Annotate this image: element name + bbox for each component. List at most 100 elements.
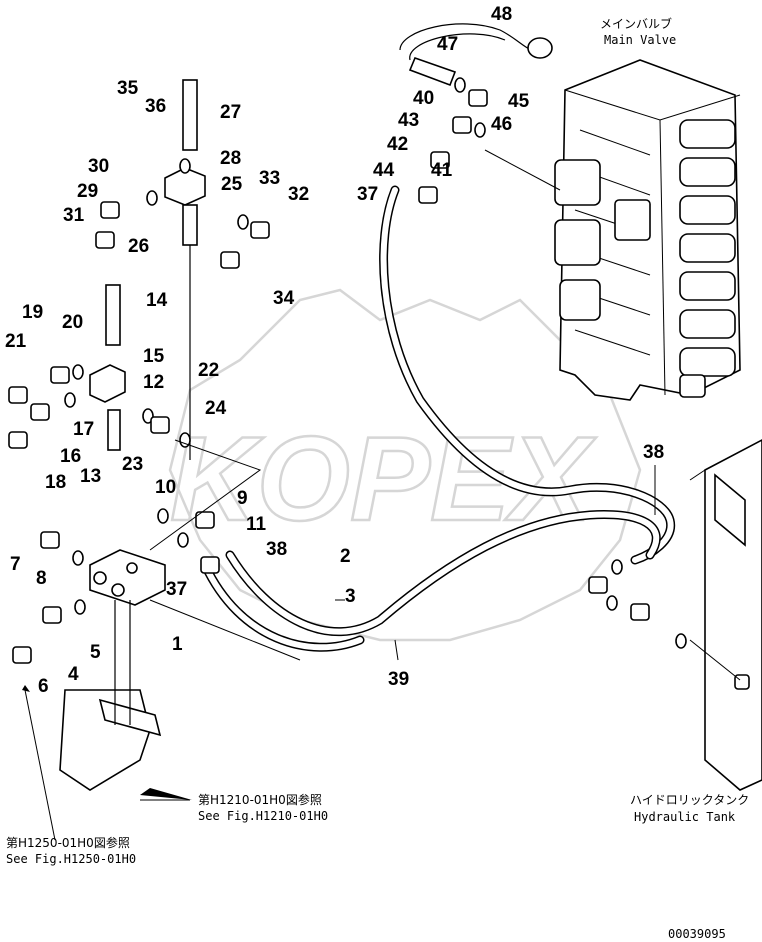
valve-spool-cap <box>679 271 736 301</box>
part-number-label: 36 <box>145 96 166 117</box>
arrow-icon <box>140 788 192 800</box>
main-valve-illustration <box>554 59 741 401</box>
fitting <box>100 201 120 219</box>
part-number-label: 1 <box>172 634 183 655</box>
o-ring <box>237 214 249 230</box>
fitting <box>95 231 115 249</box>
o-ring <box>474 122 486 138</box>
part-number-label: 31 <box>63 205 85 226</box>
o-ring <box>72 550 84 566</box>
fitting <box>50 366 70 384</box>
part-number-label: 18 <box>45 472 66 493</box>
o-ring <box>64 392 76 408</box>
o-ring <box>611 559 623 575</box>
arrow-icon <box>22 685 30 692</box>
part-number-label: 46 <box>491 114 512 135</box>
ref-h1250-en: See Fig.H1250-01H0 <box>6 852 136 866</box>
valve-spool-cap <box>679 195 736 225</box>
part-number-label: 42 <box>387 134 408 155</box>
part-number-label: 20 <box>62 312 83 333</box>
valve-spool-cap <box>679 309 736 339</box>
part-number-label: 13 <box>80 466 101 487</box>
o-ring <box>179 432 191 448</box>
o-ring <box>675 633 687 649</box>
part-number-label: 33 <box>259 168 280 189</box>
hydraulic-tank-label-en: Hydraulic Tank <box>634 810 736 824</box>
fittings <box>8 77 687 664</box>
part-number-label: 37 <box>357 184 378 205</box>
main-valve-label-en: Main Valve <box>604 33 676 47</box>
part-number-label: 19 <box>22 302 43 323</box>
o-ring <box>179 158 191 174</box>
part-number-label: 35 <box>117 78 139 99</box>
drawing-number: 00039095 <box>668 927 726 941</box>
fitting <box>200 556 220 574</box>
part-number-label: 38 <box>643 442 664 463</box>
part-number-label: 47 <box>437 34 458 55</box>
part-number-label: 4 <box>68 664 79 685</box>
fitting <box>40 531 60 549</box>
fitting <box>220 251 240 269</box>
o-ring <box>177 532 189 548</box>
part-number-label: 39 <box>388 669 409 690</box>
valve-spool-cap <box>679 119 736 149</box>
part-number-label: 25 <box>221 174 243 195</box>
part-number-label: 38 <box>266 539 287 560</box>
part-number-label: 37 <box>166 579 187 600</box>
part-number-label: 34 <box>273 288 295 309</box>
fitting <box>468 89 488 107</box>
fitting <box>452 116 472 134</box>
part-number-label: 28 <box>220 148 241 169</box>
part-number-label: 23 <box>122 454 143 475</box>
fitting <box>42 606 62 624</box>
part-number-label: 21 <box>5 331 27 352</box>
o-ring <box>606 595 618 611</box>
leader-lines <box>24 149 741 841</box>
part-number-label: 5 <box>90 642 101 663</box>
part-number-label: 44 <box>373 160 395 181</box>
fitting <box>630 603 650 621</box>
ref-h1210-en: See Fig.H1210-01H0 <box>198 809 328 823</box>
part-number-label: 14 <box>146 290 168 311</box>
part-number-label: 17 <box>73 419 94 440</box>
part-number-label: 22 <box>198 360 219 381</box>
part-number-label: 8 <box>36 568 47 589</box>
fitting <box>8 431 28 449</box>
part-number-label: 43 <box>398 110 419 131</box>
part-number-label: 29 <box>77 181 98 202</box>
part-number-label: 12 <box>143 372 164 393</box>
part-number-label: 10 <box>155 477 176 498</box>
part-number-label: 32 <box>288 184 309 205</box>
part-number-label: 40 <box>413 88 434 109</box>
part-number-label: 41 <box>431 160 453 181</box>
o-ring <box>74 599 86 615</box>
o-ring <box>146 190 158 206</box>
o-ring <box>72 364 84 380</box>
part-number-label: 11 <box>246 514 267 535</box>
part-number-label: 30 <box>88 156 109 177</box>
fitting <box>250 221 270 239</box>
part-number-label: 7 <box>10 554 21 575</box>
part-number-label: 24 <box>205 398 227 419</box>
pilot-valve-assembly <box>59 79 206 791</box>
valve-spool-cap <box>679 233 736 263</box>
fitting <box>588 576 608 594</box>
ref-h1210-jp: 第H1210-01H0図参照 <box>198 792 322 807</box>
fitting <box>12 646 32 664</box>
part-number-label: 2 <box>340 546 351 567</box>
fitting <box>195 511 215 529</box>
hoses <box>200 23 676 652</box>
fitting <box>418 186 438 204</box>
part-number-label: 16 <box>60 446 81 467</box>
valve-spool-cap <box>679 157 736 187</box>
part-number-label: 6 <box>38 676 49 697</box>
part-number-label: 3 <box>345 586 356 607</box>
o-ring <box>454 77 466 93</box>
part-number-label: 45 <box>508 91 530 112</box>
part-number-label: 9 <box>237 488 248 509</box>
fitting <box>150 416 170 434</box>
fitting <box>8 386 28 404</box>
fitting <box>30 403 50 421</box>
o-ring <box>157 508 169 524</box>
